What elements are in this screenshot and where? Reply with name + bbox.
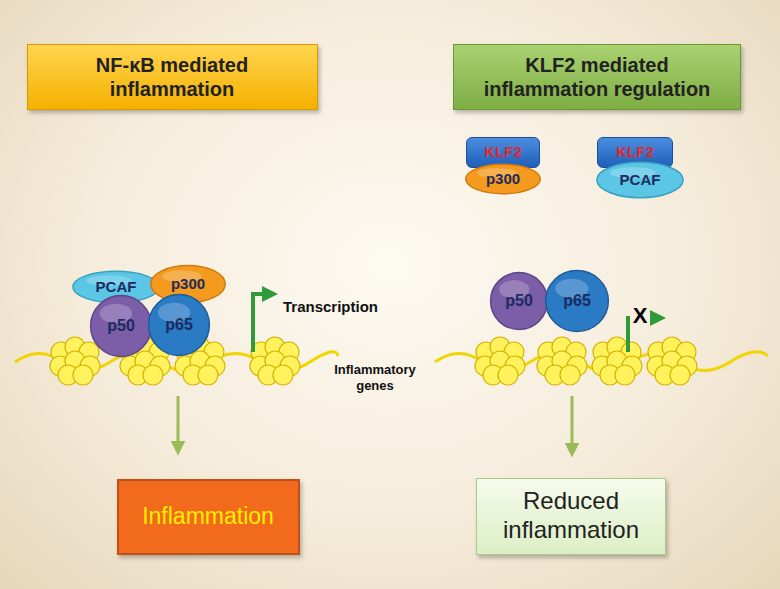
annotation-label: Transcription — [283, 298, 378, 316]
outcome-box: Reduced inflammation — [476, 478, 666, 555]
node-text: p50 — [107, 316, 135, 335]
header-box: KLF2 mediated inflammation regulation — [453, 44, 741, 110]
node-text: p300 — [486, 170, 520, 188]
node-text: KLF2 mediated inflammation regulation — [472, 53, 722, 101]
node-text: p50 — [505, 291, 533, 310]
protein-circle: p50 — [90, 295, 152, 357]
outcome-arrow — [571, 396, 574, 450]
outcome-box: Inflammation — [117, 479, 300, 555]
node-text: PCAF — [96, 278, 137, 296]
annotation-label: Inflammatory genes — [325, 362, 425, 393]
protein-ellipse: p300 — [465, 164, 541, 194]
node-text: p65 — [165, 315, 193, 334]
protein-box: KLF2 — [466, 137, 540, 168]
node-text: KLF2 — [616, 143, 654, 161]
node-text: p300 — [171, 275, 205, 293]
node-text: PCAF — [620, 171, 661, 189]
block-mark: X — [630, 303, 650, 329]
protein-ellipse: PCAF — [596, 162, 684, 198]
transcription-arrow — [253, 294, 270, 352]
header-box: NF-κB mediated inflammation — [27, 44, 318, 110]
protein-circle: p50 — [490, 272, 548, 330]
node-text: NF-κB mediated inflammation — [67, 53, 277, 101]
node-text: KLF2 — [484, 143, 522, 161]
protein-circle: p65 — [148, 294, 210, 356]
protein-circle: p65 — [545, 270, 609, 332]
outcome-arrow — [177, 396, 180, 448]
node-text: p65 — [563, 291, 591, 310]
node-text: Inflammation — [142, 503, 274, 531]
node-text: Reduced inflammation — [486, 487, 656, 545]
